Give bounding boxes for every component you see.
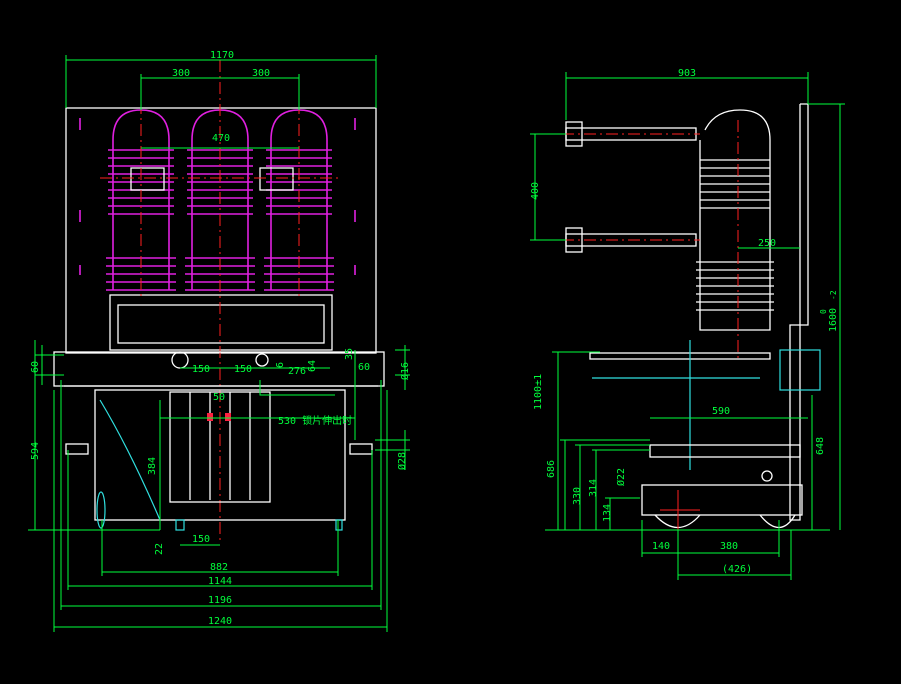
dim-150-bottom: 150 <box>192 534 210 545</box>
dim-1100: 1100±1 <box>533 374 544 410</box>
truck-body <box>94 389 346 521</box>
dim-594: 594 <box>30 442 41 460</box>
dim-590: 590 <box>712 406 730 417</box>
dim-phi16: Ø16 <box>399 362 411 380</box>
dim-134: 134 <box>602 504 613 522</box>
dim-6: 6 <box>275 362 286 368</box>
dim-phi22: Ø22 <box>615 468 627 486</box>
dim-330: 330 <box>572 487 583 505</box>
dim-pitch-left: 300 <box>172 68 190 79</box>
dim-384: 384 <box>147 457 158 475</box>
dim-530-note: 530 锁片伸出时 <box>278 414 352 427</box>
truck-base <box>641 484 803 516</box>
dim-1240: 1240 <box>208 616 232 627</box>
dim-1600-tol-upper: 0 <box>819 309 828 314</box>
side-view: 903 400 250 1600 0 -2 1100±1 590 648 686… <box>530 68 845 580</box>
dim-250: 250 <box>758 238 776 249</box>
dim-1600: 1600 <box>828 308 839 332</box>
dim-35: 35 <box>344 348 355 360</box>
front-panel <box>65 107 377 354</box>
pole-right <box>259 109 334 291</box>
mechanism-cover <box>117 304 325 344</box>
dim-276: 276 <box>288 366 306 377</box>
dim-64: 64 <box>307 360 318 372</box>
dim-882: 882 <box>210 562 228 573</box>
dim-380: 380 <box>720 541 738 552</box>
dim-400: 400 <box>530 182 541 200</box>
dim-470: 470 <box>212 133 230 144</box>
dim-60-right: 60 <box>358 362 370 373</box>
interlock <box>779 349 821 391</box>
dim-phi28: Ø28 <box>396 452 408 470</box>
dim-width-top: 1170 <box>210 50 234 61</box>
front-lower-box <box>109 294 333 351</box>
dim-1600-tol-lower: -2 <box>829 290 838 300</box>
dim-pitch-right: 300 <box>252 68 270 79</box>
dim-648: 648 <box>815 437 826 455</box>
dim-140: 140 <box>652 541 670 552</box>
dim-426: (426) <box>722 564 752 575</box>
dim-50: 50 <box>213 392 225 403</box>
front-view: 1170 300 300 470 60 150 150 6 64 35 60 2… <box>28 50 411 632</box>
pole-body <box>699 109 771 331</box>
chassis-rail <box>649 444 801 458</box>
dim-22: 22 <box>154 543 165 555</box>
dim-686: 686 <box>546 460 557 478</box>
chassis-frame <box>53 351 385 387</box>
dim-314: 314 <box>588 479 599 497</box>
dim-1196: 1196 <box>208 595 232 606</box>
control-panel <box>169 391 271 503</box>
dim-1144: 1144 <box>208 576 232 587</box>
dim-903: 903 <box>678 68 696 79</box>
dim-150-b: 150 <box>234 364 252 375</box>
dim-150-a: 150 <box>192 364 210 375</box>
